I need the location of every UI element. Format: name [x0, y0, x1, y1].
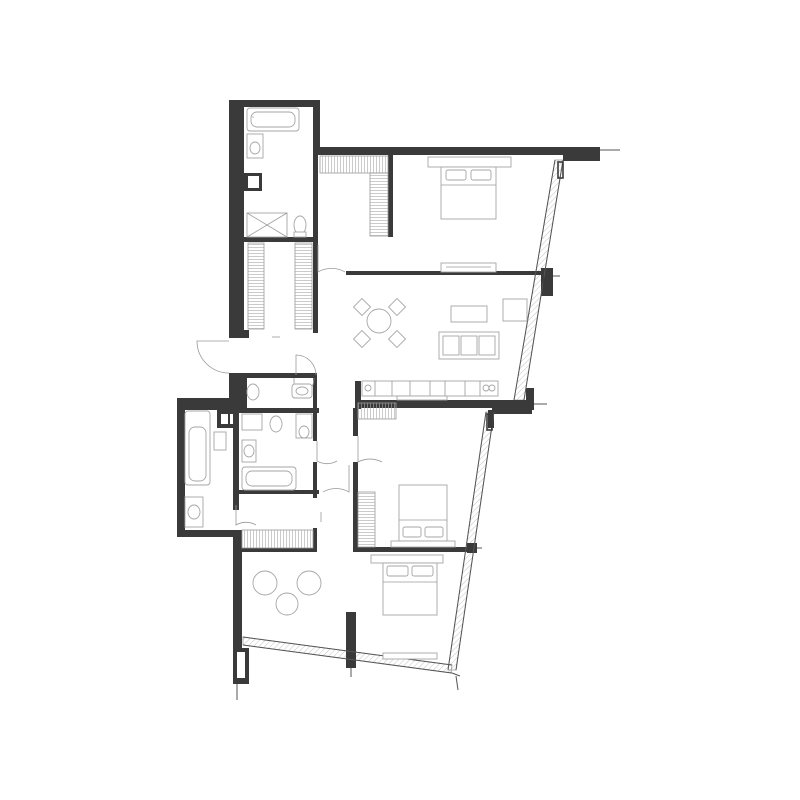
- toilet-icon: [269, 415, 283, 433]
- tv-unit-icon: [382, 652, 438, 660]
- pillow-icon: [411, 565, 434, 577]
- round-table-icon: [275, 592, 299, 616]
- wardrobe-side-icon: [369, 172, 389, 237]
- wardrobe-icon: [357, 402, 397, 420]
- interior-outlines: [242, 159, 564, 691]
- bedroom-bottom: [252, 554, 444, 660]
- bed-headboard-icon: [370, 554, 444, 564]
- tv-unit-icon: [440, 262, 497, 273]
- toilet-icon: [246, 383, 260, 401]
- wardrobe-right-icon: [294, 242, 313, 330]
- toilet-tank-icon: [293, 231, 307, 238]
- shelf-icon: [396, 395, 448, 401]
- toilet-icon: [293, 215, 307, 235]
- chair-icon: [352, 297, 372, 317]
- bidet-bowl-icon: [298, 425, 310, 439]
- hob-icon: [482, 384, 490, 392]
- bathtub-inner-icon: [188, 426, 207, 482]
- guest-wc: [246, 383, 313, 401]
- sink-bowl-icon: [295, 386, 309, 396]
- dressing-top: [247, 242, 313, 330]
- wardrobe-side-icon: [357, 491, 376, 548]
- bath-left: [184, 410, 227, 528]
- walls: [177, 100, 620, 700]
- pillow-icon: [402, 526, 422, 538]
- armchair-icon: [502, 298, 528, 322]
- bathtub-inner-icon: [250, 111, 296, 128]
- coffee-table-icon: [450, 305, 488, 323]
- wardrobe-icon: [241, 529, 314, 549]
- pillow-icon: [470, 169, 492, 181]
- bathtub-inner-icon: [245, 470, 293, 487]
- wardrobe-icon: [319, 155, 389, 174]
- pillow-icon: [445, 169, 467, 181]
- bedroom-top: [319, 155, 512, 273]
- bed-headboard-icon: [427, 156, 512, 168]
- sink-counter-icon: [241, 413, 263, 431]
- sofa-cushion-icon: [460, 335, 478, 356]
- bath-middle: [241, 413, 313, 491]
- bedroom-middle: [357, 402, 456, 548]
- sink-icon: [243, 444, 255, 458]
- wardrobe-left-icon: [247, 242, 265, 330]
- pillow-icon: [386, 565, 409, 577]
- sofa-cushion-icon: [478, 335, 496, 356]
- doors: [196, 245, 383, 526]
- svg-text:S: S: [252, 115, 254, 119]
- round-table-icon: [366, 308, 392, 334]
- bath-top: S: [246, 107, 307, 238]
- pillow-icon: [424, 526, 444, 538]
- corridor-wardrobe: [241, 529, 314, 549]
- armchair-icon: [296, 570, 322, 596]
- chair-icon: [387, 297, 407, 317]
- sofa-cushion-icon: [442, 335, 460, 356]
- hob-icon: [488, 384, 496, 392]
- chair-icon: [352, 329, 372, 349]
- sink-icon: [249, 141, 261, 155]
- chair-icon: [387, 329, 407, 349]
- sink-icon: [364, 384, 372, 392]
- toilet-icon: [213, 431, 227, 451]
- armchair-icon: [252, 570, 278, 596]
- bed-headboard-icon: [390, 540, 456, 548]
- sink-icon: [187, 504, 201, 520]
- living-dining-kitchen: [352, 297, 528, 401]
